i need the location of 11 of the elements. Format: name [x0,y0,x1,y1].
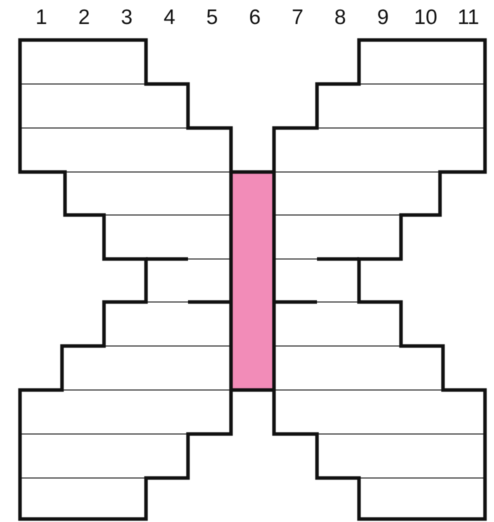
column-number: 8 [333,6,348,30]
column-number: 6 [248,6,262,30]
column-number: 7 [290,6,304,30]
column-number: 5 [205,6,219,30]
column-number: 1 [34,6,48,30]
column-number: 2 [77,6,91,30]
column-number: 10 [412,6,438,30]
column-number: 9 [376,6,390,30]
column-number: 4 [162,6,176,30]
column-number: 3 [120,6,134,30]
column-number: 11 [456,6,480,30]
